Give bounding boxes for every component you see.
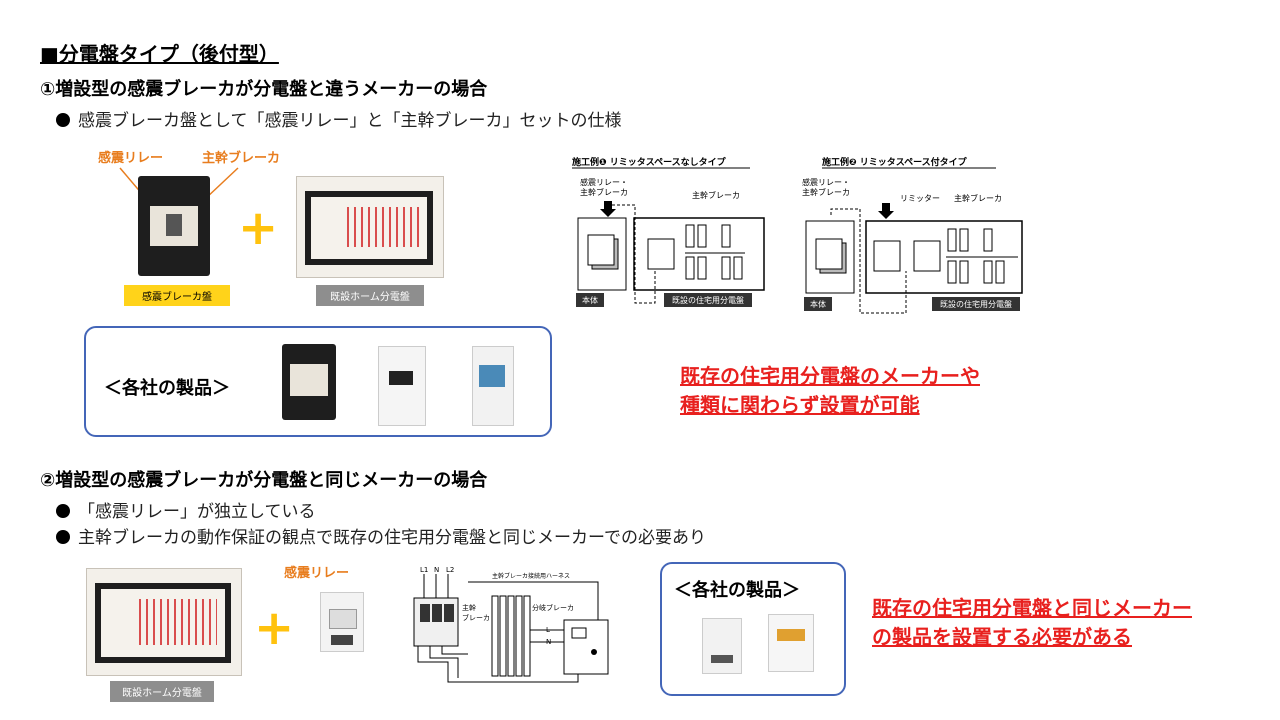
bullet-icon — [56, 504, 70, 518]
seismic-breaker-panel-image — [138, 176, 210, 276]
example2-relay-label-2: 主幹ブレーカ — [802, 187, 850, 197]
section1-heading: ①増設型の感震ブレーカが分電盤と違うメーカーの場合 — [40, 79, 488, 100]
example2-main-label: 主幹ブレーカ — [954, 193, 1002, 203]
example1-main-label: 主幹ブレーカ — [692, 190, 740, 200]
product-image-1 — [282, 344, 336, 420]
wiring-n: N — [434, 566, 439, 574]
note-2-line-2: の製品を設置する必要がある — [872, 625, 1132, 649]
example2-relay-label-1: 感震リレー・ — [802, 177, 850, 187]
caption-seismic-panel: 感震ブレーカ盤 — [124, 285, 230, 306]
product-image-3 — [472, 346, 514, 426]
example1-relay-label-1: 感震リレー・ — [580, 177, 628, 187]
bullet-text: 主幹ブレーカの動作保証の観点で既存の住宅用分電盤と同じメーカーでの必要あり — [78, 528, 706, 548]
bullet-icon — [56, 113, 70, 127]
label-main-breaker: 主幹ブレーカ — [202, 151, 281, 166]
wiring-branch: 分岐ブレーカ — [532, 603, 574, 612]
note-2: 既存の住宅用分電盤と同じメーカー の製品を設置する必要がある — [872, 594, 1192, 652]
page-title: ■分電盤タイプ（後付型） — [40, 42, 279, 66]
wiring-harness: 主幹ブレーカ接続用ハーネス — [492, 572, 570, 580]
example1-title: 施工例❶ リミッタスペースなしタイプ — [572, 156, 727, 168]
product-image-4 — [702, 618, 742, 674]
bullet-text: 感震ブレーカ盤として「感震リレー」と「主幹ブレーカ」セットの仕様 — [78, 111, 622, 131]
existing-home-panel-image-2 — [86, 568, 242, 676]
note-2-line-1: 既存の住宅用分電盤と同じメーカー — [872, 596, 1192, 620]
example2-title: 施工例❷ リミッタスペース付タイプ — [822, 156, 968, 168]
note-1-line-2: 種類に関わらず設置が可能 — [680, 393, 920, 417]
label-relay-2: 感震リレー — [284, 566, 350, 581]
plus-icon: + — [254, 600, 295, 656]
wiring-main-2: ブレーカ — [462, 613, 490, 622]
example2-existing-label: 既設の住宅用分電盤 — [940, 299, 1012, 309]
section2-bullet-1: 「感震リレー」が独立している — [56, 497, 316, 522]
wiring-diagram: L1 N L2 主幹ブレーカ接続用ハーネス 主幹 ブレーカ 分岐ブレーカ L N — [413, 566, 609, 683]
product-image-2 — [378, 346, 426, 426]
seismic-relay-image — [320, 592, 364, 652]
product-image-5 — [768, 614, 814, 672]
note-1-line-1: 既存の住宅用分電盤のメーカーや — [680, 364, 980, 388]
wiring-main-1: 主幹 — [462, 603, 476, 612]
existing-home-panel-image — [296, 176, 444, 278]
label-relay: 感震リレー — [98, 151, 164, 166]
example2-limiter-label: リミッター — [900, 194, 940, 203]
construction-example-1-diagram: 施工例❶ リミッタスペースなしタイプ 感震リレー・ 主幹ブレーカ 主幹ブレーカ … — [572, 156, 765, 307]
construction-example-2-diagram: 施工例❷ リミッタスペース付タイプ 感震リレー・ 主幹ブレーカ リミッター 主幹… — [802, 156, 1023, 314]
products-label-2: ＜各社の製品＞ — [674, 580, 800, 601]
wiring-l2: L2 — [446, 566, 454, 574]
plus-icon: + — [238, 200, 279, 256]
section2-bullet-2: 主幹ブレーカの動作保証の観点で既存の住宅用分電盤と同じメーカーでの必要あり — [56, 523, 706, 548]
caption-existing-home-panel: 既設ホーム分電盤 — [316, 285, 424, 306]
note-1: 既存の住宅用分電盤のメーカーや 種類に関わらず設置が可能 — [680, 362, 980, 420]
bullet-icon — [56, 530, 70, 544]
products-box-2: ＜各社の製品＞ — [660, 562, 846, 696]
products-box-1: ＜各社の製品＞ — [84, 326, 552, 437]
section1-bullet: 感震ブレーカ盤として「感震リレー」と「主幹ブレーカ」セットの仕様 — [56, 106, 622, 131]
wiring-l1: L1 — [420, 566, 428, 574]
products-label-1: ＜各社の製品＞ — [104, 378, 230, 399]
example2-body-label: 本体 — [810, 299, 826, 309]
example1-body-label: 本体 — [582, 295, 598, 305]
bullet-text: 「感震リレー」が独立している — [78, 502, 316, 522]
example1-relay-label-2: 主幹ブレーカ — [580, 187, 628, 197]
caption-existing-home-panel-2: 既設ホーム分電盤 — [110, 681, 214, 702]
section2-heading: ②増設型の感震ブレーカが分電盤と同じメーカーの場合 — [40, 470, 488, 491]
example1-existing-label: 既設の住宅用分電盤 — [672, 295, 744, 305]
